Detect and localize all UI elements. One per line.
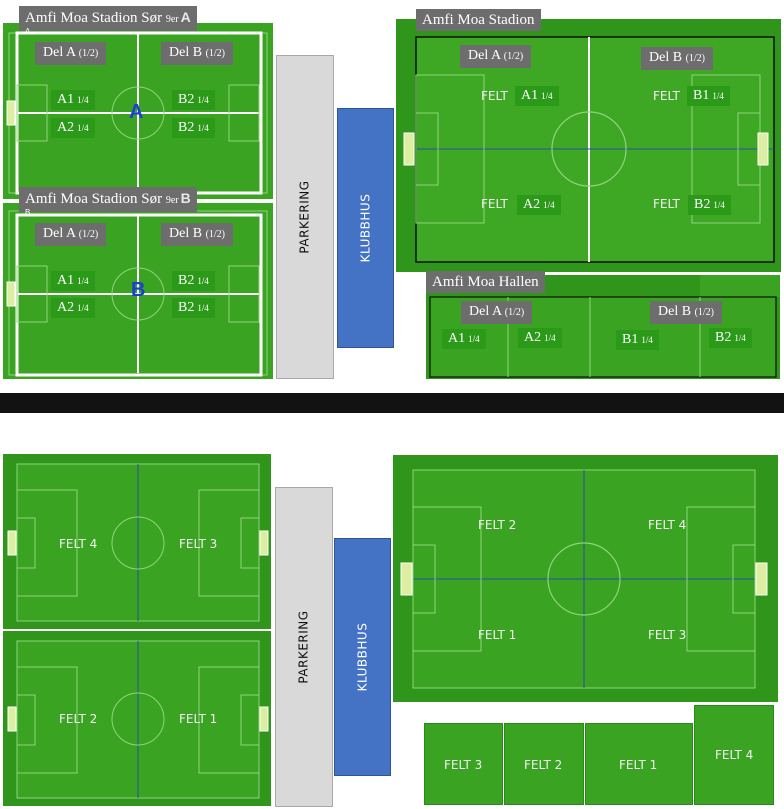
section-divider (0, 393, 784, 413)
felt-bottom-left-top-left: FELT 4 (59, 537, 98, 551)
center-marker-sor-b: B (131, 279, 146, 301)
felt-bottom-stadion-bl: FELT 1 (478, 628, 517, 642)
hall-bottom-felt-3 (424, 723, 503, 805)
half-hallen-del-a: Del A (1/2) (461, 301, 533, 324)
felt-word-stadion-3: FELT (481, 197, 508, 211)
pitch-bottom-left-bottom (3, 631, 271, 806)
half-sor-b-del-a: Del A (1/2) (35, 223, 107, 246)
parkering-top: PARKERING (276, 55, 334, 379)
parkering-bottom: PARKERING (275, 487, 333, 807)
klubbhus-bottom: KLUBBHUS (334, 538, 391, 776)
felt-bottom-stadion-br: FELT 3 (648, 628, 687, 642)
felt-bottom-left-top-right: FELT 3 (179, 537, 218, 551)
center-marker-sor-a: A (129, 101, 144, 123)
title-stadion: Amfi Moa Stadion (416, 9, 541, 31)
half-stadion-del-a: Del A (1/2) (460, 45, 532, 68)
pitch-lines-sor-b (6, 210, 268, 377)
felt-bottom-hall-3: FELT 1 (619, 758, 658, 772)
pitch-lines-bottom-stadion (400, 469, 768, 689)
klubbhus-top: KLUBBHUS (337, 108, 394, 348)
felt-bottom-left-bottom-right: FELT 1 (179, 712, 218, 726)
title-hallen: Amfi Moa Hallen (426, 271, 545, 293)
felt-word-stadion-1: FELT (481, 89, 508, 103)
felt-bottom-hall-4: FELT 4 (715, 748, 754, 762)
half-hallen-del-b: Del B (1/2) (650, 301, 723, 324)
pitch-stadion (396, 19, 781, 272)
hall-bottom-felt-1 (585, 723, 693, 805)
half-sor-a-del-b: Del B (1/2) (161, 42, 234, 65)
felt-bottom-hall-2: FELT 2 (524, 758, 563, 772)
hall-bottom-felt-2 (504, 723, 584, 805)
half-sor-b-del-b: Del B (1/2) (161, 223, 234, 246)
felt-word-stadion-2: FELT (653, 89, 680, 103)
felt-bottom-stadion-tr: FELT 4 (648, 518, 687, 532)
felt-bottom-left-bottom-left: FELT 2 (59, 712, 98, 726)
pitch-lines-bottom-left-bottom (7, 640, 269, 799)
pitch-bottom-stadion (393, 455, 778, 702)
felt-bottom-stadion-tl: FELT 2 (478, 518, 517, 532)
felt-word-stadion-4: FELT (653, 197, 680, 211)
pitch-lines-bottom-left-top (7, 463, 269, 622)
pitch-lines-stadion (403, 36, 775, 263)
half-stadion-del-b: Del B (1/2) (641, 47, 714, 70)
half-sor-a-del-a: Del A (1/2) (35, 42, 107, 65)
small-letter-sor-a: A (25, 27, 31, 36)
pitch-bottom-left-top (3, 454, 271, 629)
felt-bottom-hall-1: FELT 3 (444, 758, 483, 772)
hall-bottom-felt-4 (694, 705, 774, 805)
small-letter-sor-b: B (25, 208, 31, 217)
